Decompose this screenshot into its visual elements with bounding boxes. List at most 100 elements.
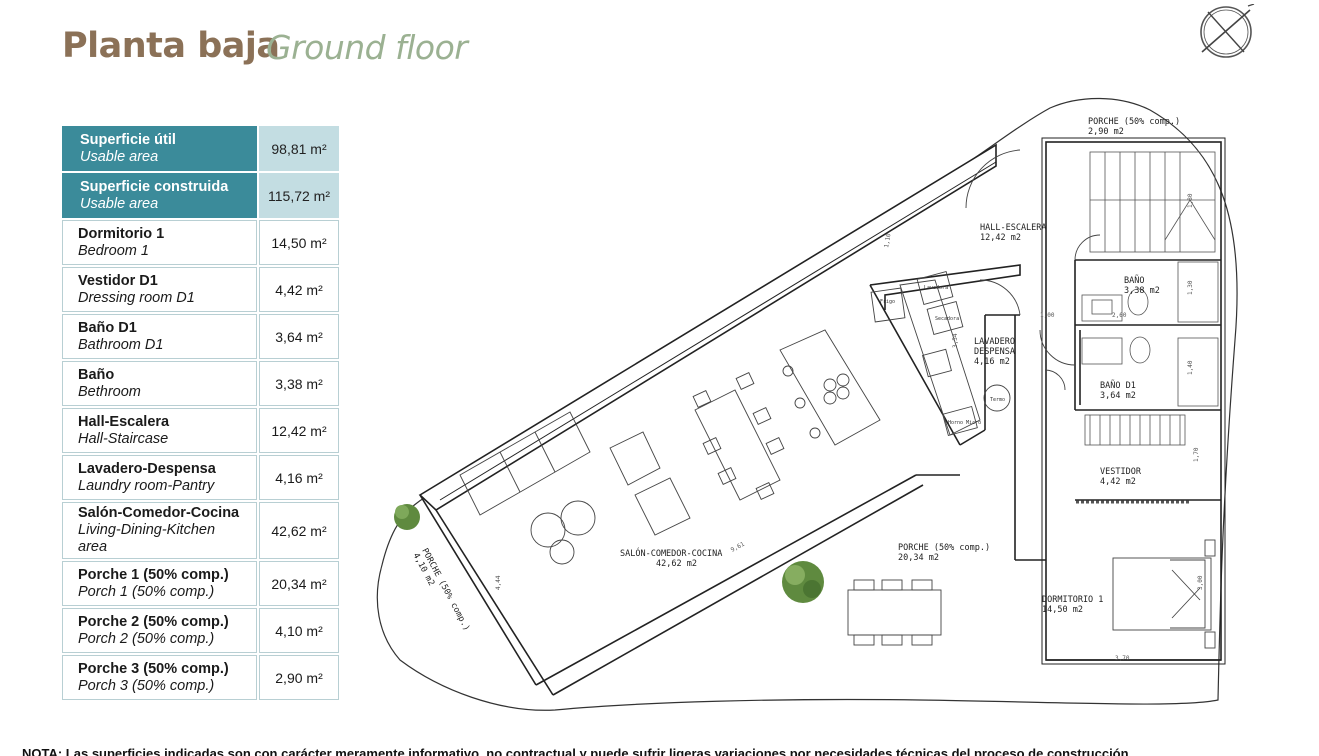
area-name-es: Superficie construida [80, 178, 229, 195]
label-frigo: Frigo [880, 299, 895, 305]
floor-plan: PORCHE (50% comp.) 2,90 m2 HALL-ESCALERA… [376, 97, 1238, 711]
dim-label: 3,00 [1197, 575, 1204, 590]
area-name-es: Porche 3 (50% comp.) [78, 660, 229, 677]
dim-label: 3,70 [1115, 655, 1130, 662]
area-name-en: Bathroom D1 [78, 336, 164, 353]
page-title-english: Ground floor [266, 28, 468, 67]
area-row: Porche 1 (50% comp.)Porch 1 (50% comp.)2… [62, 561, 339, 606]
area-name-es: Lavadero-Despensa [78, 460, 216, 477]
area-bano-d1: 3,64 m2 [1100, 391, 1136, 401]
label-despensa: DESPENSA [974, 347, 1015, 357]
area-name-es: Baño [78, 366, 115, 383]
dim-label: 1,80 [1187, 193, 1194, 208]
label-horno: Horno Micro [948, 420, 981, 426]
area-label-cell: Porche 2 (50% comp.)Porch 2 (50% comp.) [62, 608, 257, 653]
area-name-en: Living-Dining-Kitchen area [78, 522, 216, 555]
area-value: 115,72 m² [259, 173, 339, 218]
label-porche-left: PORCHE (50% comp.) [419, 547, 471, 633]
area-name-es: Hall-Escalera [78, 413, 170, 430]
lounge-furniture [459, 411, 691, 565]
area-name-en: Porch 3 (50% comp.) [78, 677, 215, 694]
label-lavadero: LAVADERO [974, 337, 1015, 347]
tree-icon [394, 504, 824, 603]
walls [418, 137, 1226, 696]
area-name-en: Bethroom [78, 383, 141, 400]
area-name-en: Porch 1 (50% comp.) [78, 583, 215, 600]
area-dormitorio: 14,50 m2 [1042, 605, 1083, 615]
area-value: 98,81 m² [259, 126, 339, 171]
area-hall: 12,42 m2 [980, 233, 1021, 243]
area-name-en: Bedroom 1 [78, 242, 149, 259]
area-salon: 42,62 m2 [656, 559, 697, 569]
area-name-en: Porch 2 (50% comp.) [78, 630, 215, 647]
area-porche-main: 20,34 m2 [898, 553, 939, 563]
bath-fixtures [1076, 261, 1219, 504]
area-bano: 3,38 m2 [1124, 286, 1160, 296]
dim-label: 1,30 [1187, 280, 1194, 295]
label-porche-main: PORCHE (50% comp.) [898, 543, 990, 553]
area-value: 20,34 m² [259, 561, 339, 606]
dim-label: 4,44 [495, 575, 502, 590]
label-bano: BAÑO [1124, 275, 1144, 286]
area-value: 42,62 m² [259, 502, 339, 559]
compass-icon [1200, 4, 1255, 58]
label-secadora: Secadora [935, 316, 959, 322]
footer-note: NOTA: Las superficies indicadas son con … [22, 746, 1133, 756]
label-dormitorio: DORMITORIO 1 [1042, 595, 1103, 605]
dim-label: 3,54 [952, 333, 959, 348]
area-name-en: Laundry room-Pantry [78, 477, 215, 494]
area-value: 3,38 m² [259, 361, 339, 406]
dim-label: 1,40 [1187, 360, 1194, 375]
area-lavadero: 4,16 m2 [974, 357, 1010, 367]
page-title-spanish: Planta baja [62, 26, 280, 66]
dim-label: 9,61 [730, 541, 746, 554]
dim-label: 1,70 [1193, 447, 1200, 462]
label-bano-d1: BAÑO D1 [1100, 380, 1136, 391]
area-value: 12,42 m² [259, 408, 339, 453]
label-termo: Termo [990, 397, 1005, 403]
area-name-en: Usable area [80, 148, 159, 165]
label-porche-top: PORCHE (50% comp.) [1088, 117, 1180, 127]
dim-label: 1,10 [883, 233, 892, 249]
area-value: 14,50 m² [259, 220, 339, 265]
dining-table [692, 372, 785, 501]
area-name-es: Vestidor D1 [78, 272, 158, 289]
area-name-es: Salón-Comedor-Cocina [78, 505, 240, 521]
area-row: Porche 2 (50% comp.)Porch 2 (50% comp.)4… [62, 608, 339, 653]
site-outline [376, 97, 1238, 711]
label-salon: SALÓN-COMEDOR-COCINA [620, 547, 722, 559]
label-lavadora: Lavadora [924, 285, 948, 291]
area-porche-top: 2,90 m2 [1088, 127, 1124, 137]
bed [1112, 539, 1216, 649]
area-name-es: Dormitorio 1 [78, 225, 165, 242]
area-label-cell: Porche 1 (50% comp.)Porch 1 (50% comp.) [62, 561, 257, 606]
area-name-es: Porche 2 (50% comp.) [78, 613, 229, 630]
area-vestidor: 4,42 m2 [1100, 477, 1136, 487]
area-value: 4,16 m² [259, 455, 339, 500]
staircase [1089, 151, 1216, 253]
dim-label: 1,00 [1040, 312, 1055, 319]
doors [965, 149, 1101, 391]
area-row: Porche 3 (50% comp.)Porch 3 (50% comp.)2… [62, 655, 339, 700]
area-label-cell: Porche 3 (50% comp.)Porch 3 (50% comp.) [62, 655, 257, 700]
area-value: 3,64 m² [259, 314, 339, 359]
area-value: 4,42 m² [259, 267, 339, 312]
